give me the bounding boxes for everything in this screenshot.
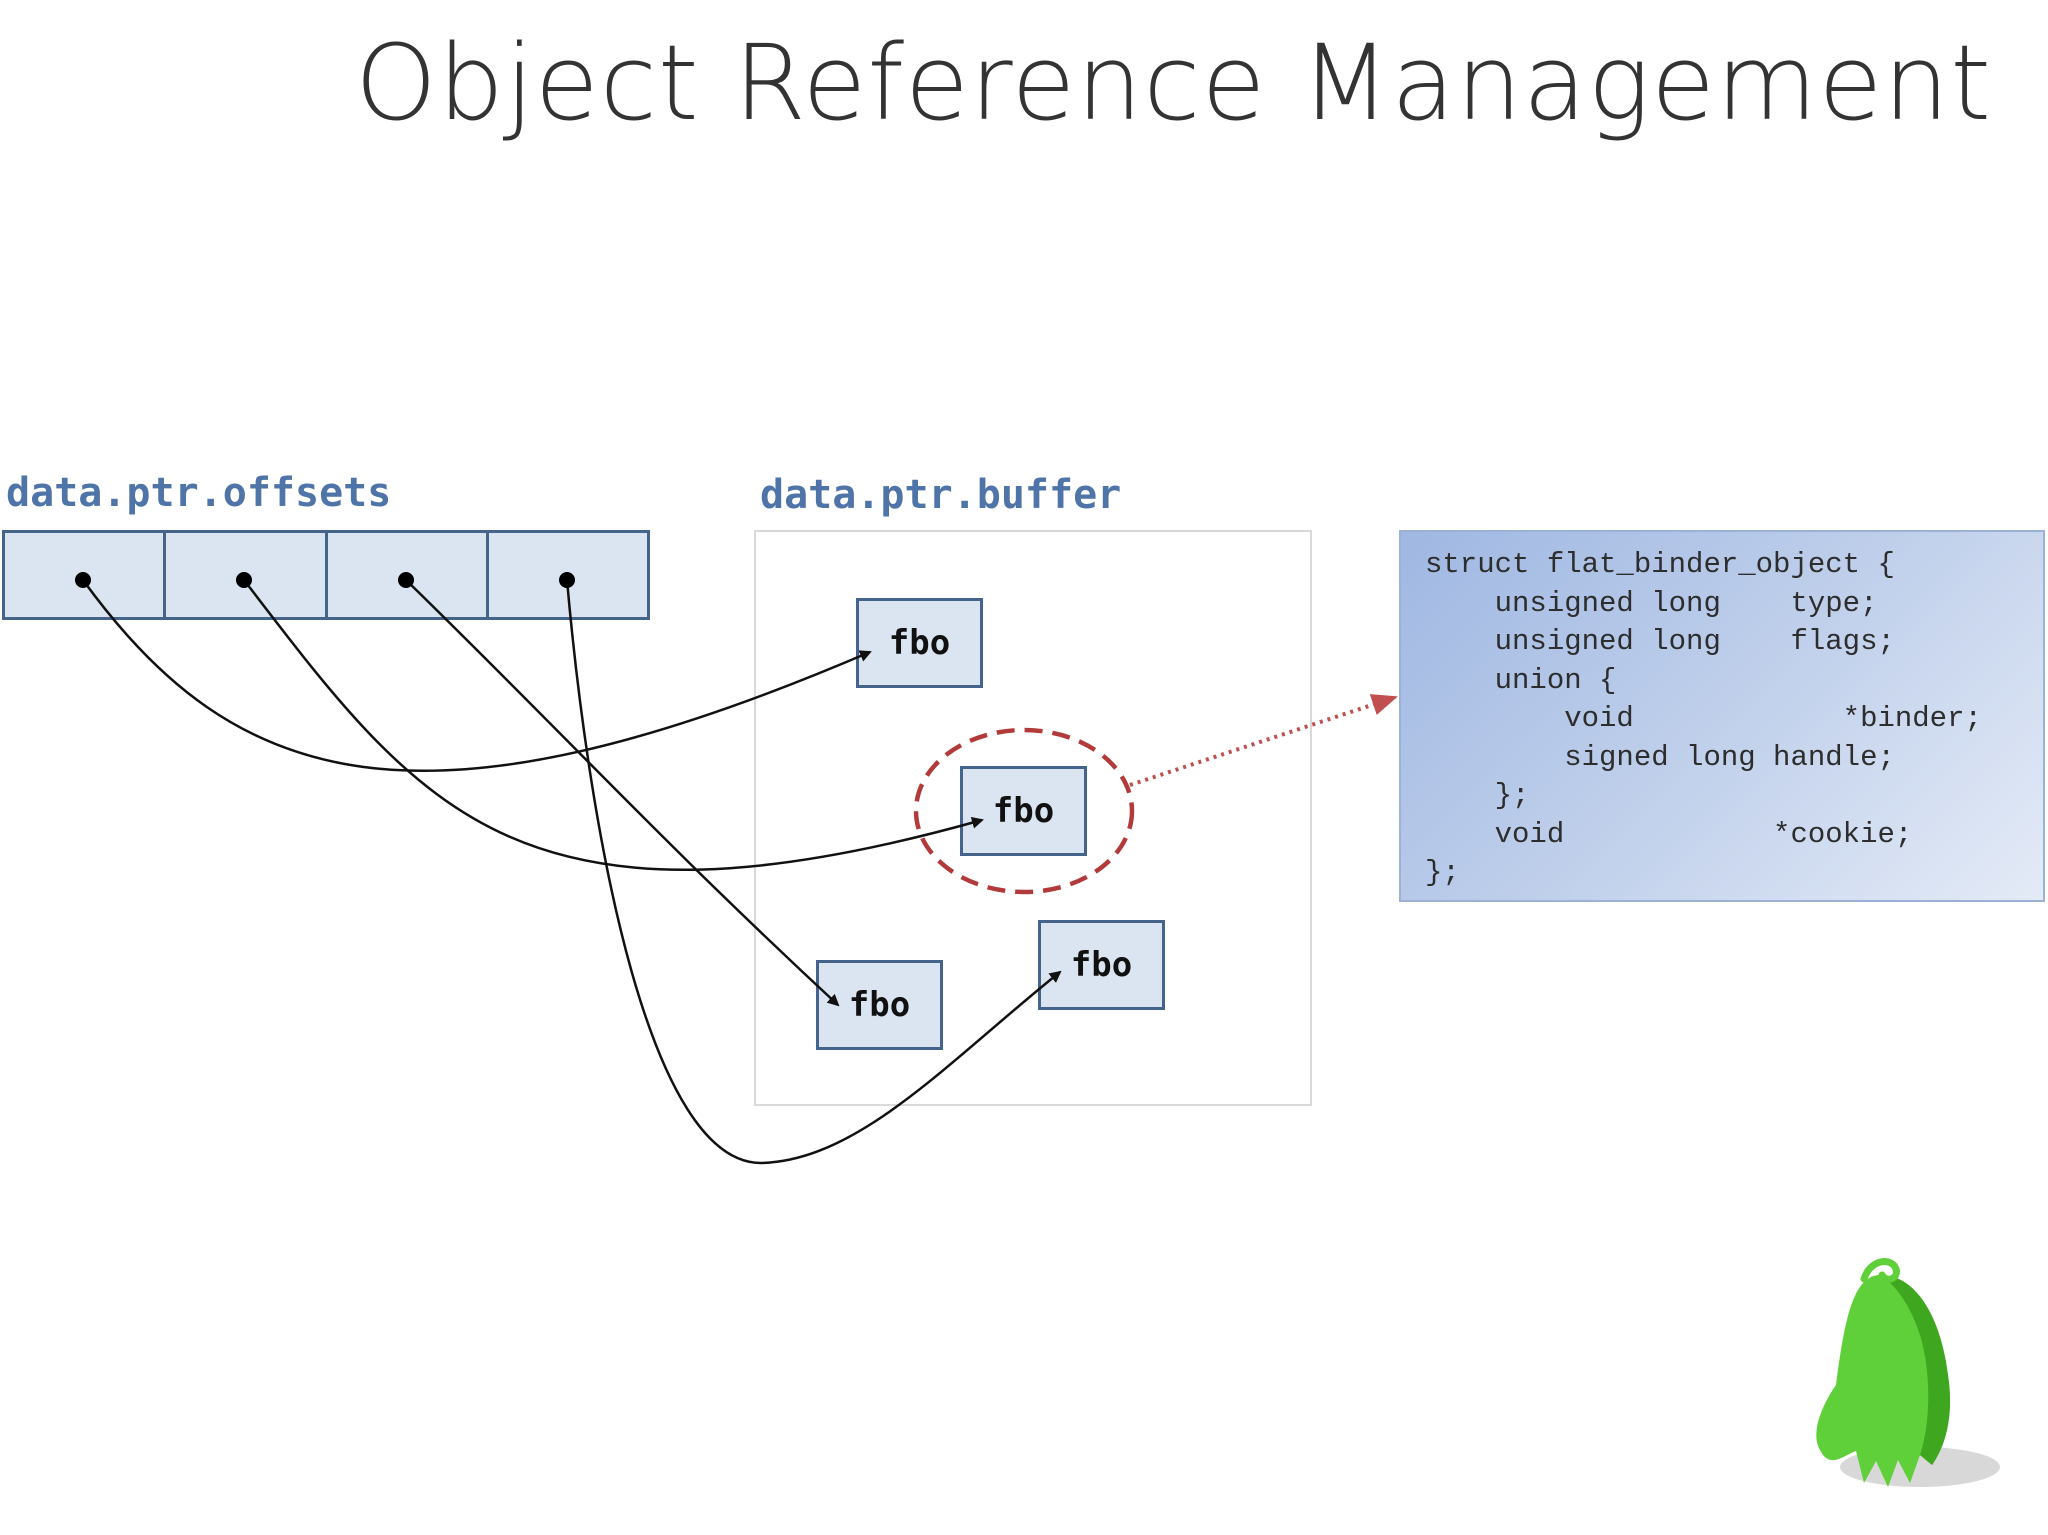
buffer-label: data.ptr.buffer	[760, 472, 1122, 518]
struct-line: };	[1425, 779, 1530, 812]
green-blob-mascot-icon	[1816, 1258, 2000, 1487]
fbo-box-3: fbo	[816, 960, 943, 1050]
offsets-label: data.ptr.offsets	[6, 470, 392, 516]
struct-line: void *binder;	[1425, 702, 1982, 735]
offset-cell-2	[163, 530, 328, 620]
fbo-box-1: fbo	[856, 598, 983, 688]
offset-cell-3	[324, 530, 489, 620]
struct-line: void *cookie;	[1425, 817, 1913, 851]
offsets-array	[2, 530, 650, 620]
slide-title: Object Reference Management	[354, 22, 1992, 144]
struct-line: union {	[1425, 663, 1617, 697]
fbo-box-2-highlighted: fbo	[960, 766, 1087, 856]
struct-line: };	[1425, 856, 1460, 889]
struct-definition-box: struct flat_binder_object { unsigned lon…	[1399, 530, 2045, 902]
struct-line: unsigned long type;	[1425, 586, 1878, 620]
fbo-box-4: fbo	[1038, 920, 1165, 1010]
struct-line: unsigned long flags;	[1425, 625, 1895, 658]
offset-cell-4	[485, 530, 650, 620]
offset-cell-1	[2, 530, 167, 620]
struct-line: struct flat_binder_object {	[1425, 548, 1895, 581]
struct-line: signed long handle;	[1425, 740, 1895, 774]
